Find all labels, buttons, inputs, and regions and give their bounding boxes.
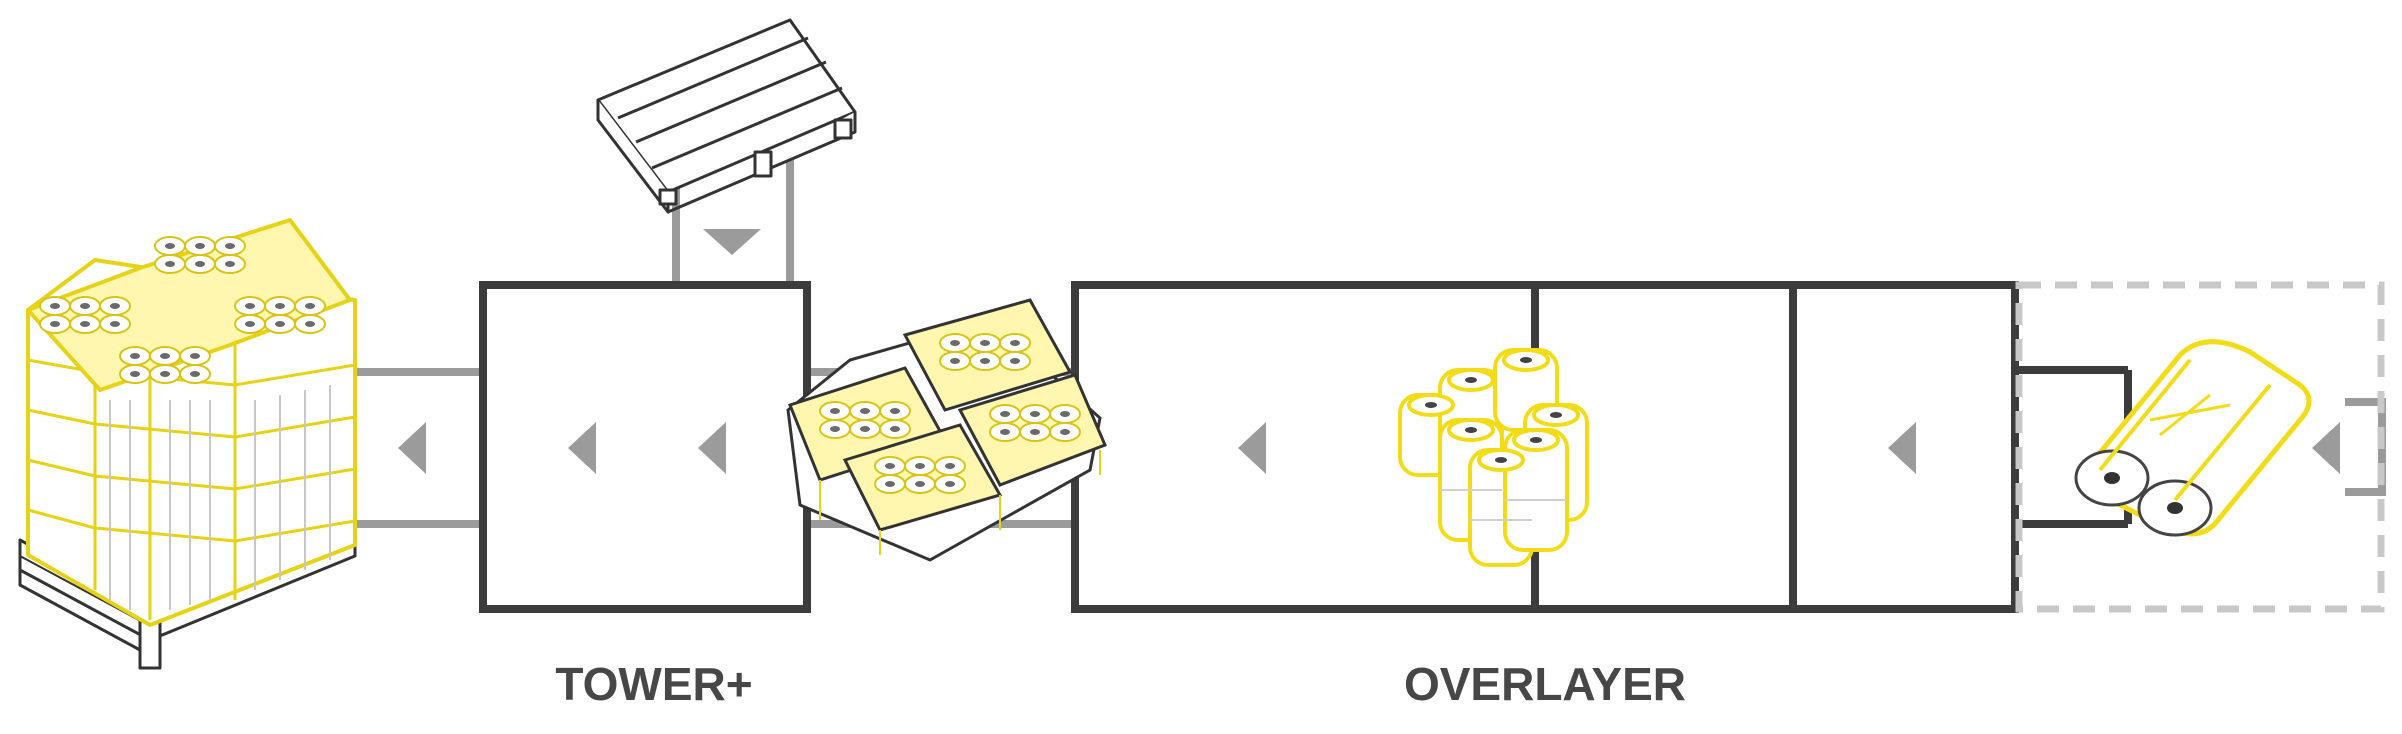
- pack-bundle-icon: [786, 298, 1107, 562]
- loaded-pallet-icon: [18, 218, 357, 670]
- arrow-left-tower-2: [698, 422, 726, 474]
- empty-pallet-icon: [596, 18, 857, 214]
- conveyor-lines: [330, 150, 2386, 528]
- arrow-down-pallet-feed: [703, 229, 761, 255]
- infeed-conveyor: [2345, 398, 2386, 496]
- arrow-left-infeed: [2312, 422, 2340, 474]
- roll-pack-icon: [2074, 339, 2312, 537]
- machines: [479, 281, 2132, 613]
- optional-infeed-section: [2015, 281, 2385, 613]
- arrow-left-overlayer-2: [1888, 422, 1916, 474]
- arrow-left-overlayer-1: [1238, 422, 1266, 474]
- multipack-icon: [1398, 348, 1589, 567]
- tower-label: TOWER+: [555, 658, 752, 710]
- flow-arrows: [398, 229, 2340, 474]
- tower-machine-box: [479, 281, 811, 613]
- overlayer-label: OVERLAYER: [1404, 658, 1686, 710]
- arrow-left-tower-1: [568, 422, 596, 474]
- arrow-left-output: [398, 422, 426, 474]
